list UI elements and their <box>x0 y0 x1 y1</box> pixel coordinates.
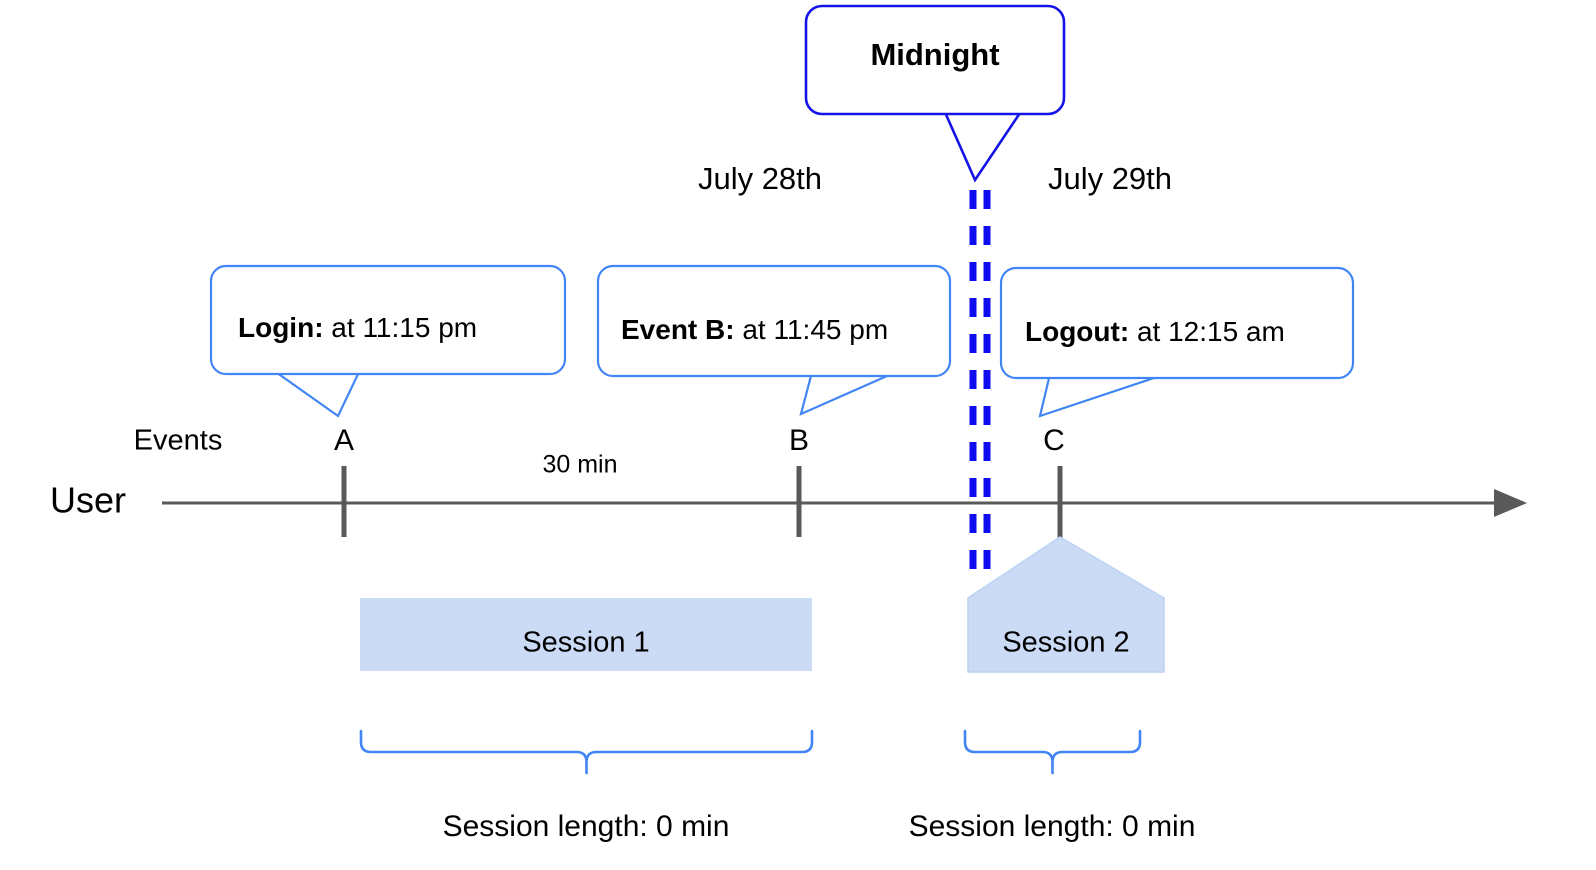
marker-event-c: C <box>1043 424 1065 540</box>
marker-event-a: A <box>334 424 354 537</box>
session-label-session-2: Session 2 <box>1002 627 1129 659</box>
timeline-axis <box>162 489 1527 517</box>
date-label-july-28: July 28th <box>698 161 822 196</box>
callout-rest-event-b: at 11:45 pm <box>735 314 889 345</box>
callout-tail-event-a <box>269 368 362 418</box>
marker-event-b: B <box>789 424 809 537</box>
brace-session-length-1 <box>359 729 814 775</box>
session-shape-session-2 <box>967 536 1165 673</box>
midnight-callout[interactable]: Midnight <box>804 4 1066 183</box>
callout-tail-event-c <box>1038 372 1167 418</box>
session-length-label-session-length-1: Session length: 0 min <box>443 810 730 843</box>
session-shape-session-1 <box>360 598 812 671</box>
session-label-session-1: Session 1 <box>522 627 649 659</box>
callout-box-event-a <box>209 264 567 376</box>
callout-event-a[interactable]: Login: at 11:15 pm <box>209 264 567 418</box>
callout-bold-event-a: Login: <box>238 312 324 343</box>
callout-box-event-b <box>596 264 952 378</box>
timeline-arrow-icon <box>1494 489 1527 517</box>
callout-text-event-b: Event B: at 11:45 pm <box>621 314 888 345</box>
callout-tail-event-b <box>799 370 897 416</box>
user-lane-label: User <box>50 480 126 521</box>
event-markers: A B C <box>334 424 1065 540</box>
midnight-callout-tail <box>942 108 1025 183</box>
session-blocks: Session 1 Session 2 <box>360 536 1165 673</box>
session-length-annotations: Session length: 0 min Session length: 0 m… <box>359 729 1196 843</box>
callout-event-c[interactable]: Logout: at 12:15 am <box>999 266 1355 418</box>
session-block-session-2[interactable]: Session 2 <box>967 536 1165 673</box>
events-lane-label: Events <box>134 425 223 457</box>
callout-rest-event-a: at 11:15 pm <box>324 312 478 343</box>
marker-label-event-b: B <box>789 424 809 457</box>
event-callouts: Login: at 11:15 pm Event B: at 11:45 pm Lo… <box>209 264 1355 418</box>
annotation-session-length-1: Session length: 0 min <box>359 729 814 843</box>
date-labels: July 28th July 29th <box>698 161 1172 196</box>
midnight-callout-box <box>804 4 1066 116</box>
brace-session-length-2 <box>963 729 1142 775</box>
callout-event-b[interactable]: Event B: at 11:45 pm <box>596 264 952 416</box>
callout-bold-event-b: Event B: <box>621 314 735 345</box>
date-label-july-29: July 29th <box>1048 161 1172 196</box>
marker-label-event-a: A <box>334 424 354 457</box>
callout-text-event-c: Logout: at 12:15 am <box>1025 316 1285 347</box>
midnight-label: Midnight <box>870 37 999 72</box>
session-block-session-1[interactable]: Session 1 <box>360 598 812 671</box>
midnight-divider-lines <box>969 190 991 578</box>
session-length-label-session-length-2: Session length: 0 min <box>909 810 1196 843</box>
marker-label-event-c: C <box>1043 424 1065 457</box>
interval-duration-label: 30 min <box>542 451 617 479</box>
annotation-session-length-2: Session length: 0 min <box>909 729 1196 843</box>
callout-rest-event-c: at 12:15 am <box>1129 316 1285 347</box>
callout-bold-event-c: Logout: <box>1025 316 1129 347</box>
callout-text-event-a: Login: at 11:15 pm <box>238 312 477 343</box>
callout-box-event-c <box>999 266 1355 380</box>
